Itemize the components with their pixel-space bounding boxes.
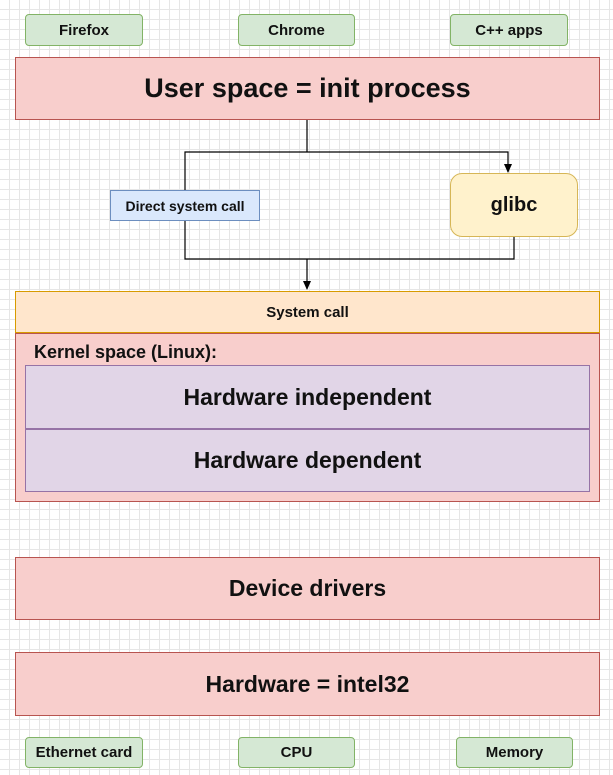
cpp-apps-box: C++ apps <box>450 14 568 46</box>
edge-glibc-down <box>307 237 515 260</box>
hardware-independent-box: Hardware independent <box>25 365 590 429</box>
direct-system-call-box: Direct system call <box>110 190 260 221</box>
user-space-box: User space = init process <box>15 57 600 120</box>
edge-to-glibc <box>307 151 512 173</box>
hardware-dependent-box: Hardware dependent <box>25 429 590 492</box>
system-call-box: System call <box>15 291 600 333</box>
memory-box: Memory <box>456 737 573 768</box>
device-drivers-box: Device drivers <box>15 557 600 620</box>
hardware-box: Hardware = intel32 <box>15 652 600 716</box>
cpu-box: CPU <box>238 737 355 768</box>
glibc-box: glibc <box>450 173 578 237</box>
ethernet-card-box: Ethernet card <box>25 737 143 768</box>
kernel-space-label: Kernel space (Linux): <box>34 341 218 362</box>
edge-direct-call-down <box>184 221 307 260</box>
edge-to-direct-call <box>184 151 307 190</box>
chrome-box: Chrome <box>238 14 355 46</box>
firefox-box: Firefox <box>25 14 143 46</box>
